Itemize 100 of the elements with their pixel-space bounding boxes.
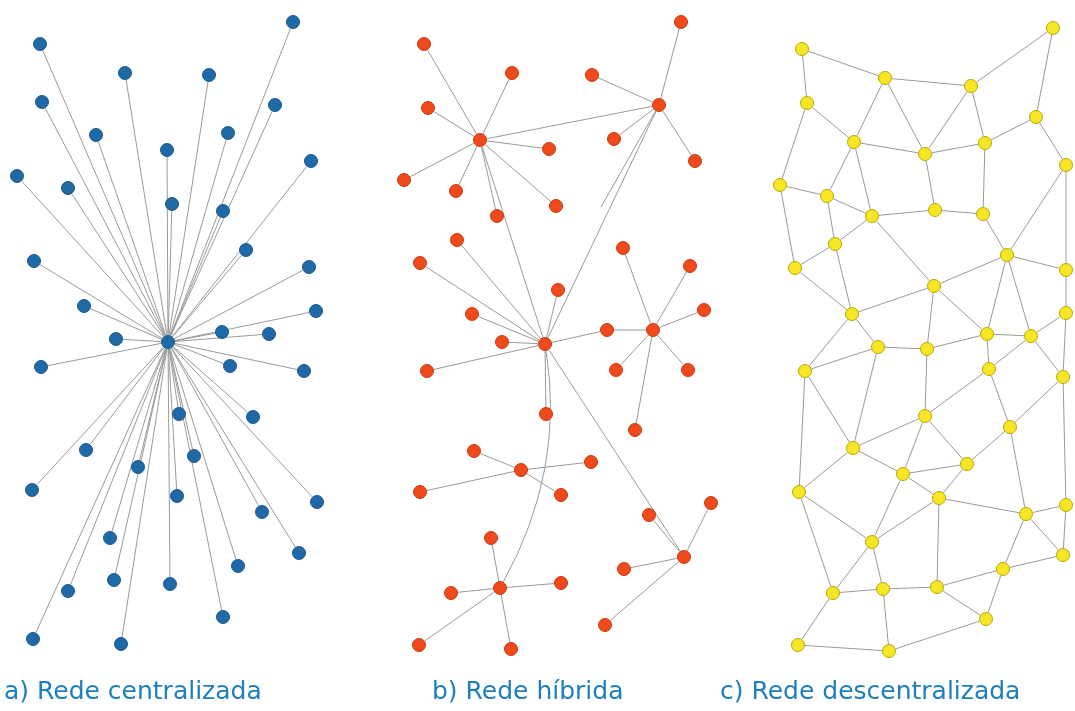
network-node <box>421 101 435 115</box>
connection-line <box>171 166 308 337</box>
connection-line <box>433 111 475 137</box>
connection-line <box>425 266 540 341</box>
connection-line <box>480 453 515 468</box>
connection-line <box>800 498 832 587</box>
connection-line <box>597 77 654 103</box>
network-node <box>61 584 75 598</box>
network-node <box>1059 263 1073 277</box>
connection-line <box>1010 170 1063 250</box>
connection-line <box>1034 341 1060 372</box>
network-node <box>10 169 24 183</box>
connection-line <box>170 110 273 337</box>
network-node <box>773 178 787 192</box>
connection-line <box>988 261 1006 328</box>
connection-line <box>803 451 849 489</box>
connection-line <box>659 312 698 328</box>
network-node <box>215 325 229 339</box>
connection-line <box>551 331 601 343</box>
connection-line <box>993 333 1025 337</box>
connection-line <box>895 620 980 650</box>
connection-line <box>168 81 209 336</box>
network-node <box>609 363 623 377</box>
connection-line <box>986 340 990 363</box>
network-node <box>646 323 660 337</box>
network-node <box>683 259 697 273</box>
connection-line <box>486 105 653 140</box>
connection-line <box>1010 433 1026 508</box>
network-node <box>928 203 942 217</box>
connection-line <box>1062 511 1067 549</box>
connection-line <box>97 141 167 336</box>
network-node <box>417 37 431 51</box>
connection-line <box>836 547 869 588</box>
connection-line <box>546 296 557 338</box>
connection-line <box>506 583 555 588</box>
network-node <box>505 66 519 80</box>
connection-line <box>883 595 889 645</box>
network-node <box>34 360 48 374</box>
connection-line <box>461 244 541 340</box>
connection-line <box>433 345 539 370</box>
connection-line <box>798 377 806 486</box>
connection-line <box>941 210 977 214</box>
network-node <box>246 410 260 424</box>
network-node <box>920 342 934 356</box>
connection-line <box>619 108 654 136</box>
network-node <box>490 209 504 223</box>
connection-line <box>174 342 298 371</box>
connection-line <box>44 107 166 337</box>
connection-line <box>994 339 1026 366</box>
network-node <box>26 632 40 646</box>
network-node <box>846 441 860 455</box>
connection-line <box>122 338 162 343</box>
caption: b) Rede híbrida <box>432 676 624 706</box>
network-node <box>792 485 806 499</box>
network-node <box>231 559 245 573</box>
connection-line <box>1030 518 1059 551</box>
connection-line <box>854 353 877 442</box>
network-node <box>304 154 318 168</box>
connection-line <box>986 219 1004 250</box>
connection-line <box>804 495 867 539</box>
network-node <box>309 304 323 318</box>
connection-line <box>547 110 657 339</box>
network-node <box>652 98 666 112</box>
connection-line <box>858 450 898 472</box>
connection-line <box>171 347 296 548</box>
connection-line <box>889 586 931 590</box>
connection-line <box>1062 383 1067 499</box>
network-node <box>918 147 932 161</box>
connection-line <box>657 334 684 366</box>
network-node <box>878 71 892 85</box>
network-node <box>960 457 974 471</box>
connection-line <box>427 49 477 135</box>
network-node <box>826 586 840 600</box>
network-node <box>598 618 612 632</box>
connection-line <box>876 220 930 282</box>
network-node <box>103 531 117 545</box>
network-node <box>607 132 621 146</box>
network-node <box>450 233 464 247</box>
connection-line <box>39 264 163 339</box>
connection-line <box>125 79 168 336</box>
network-node <box>221 126 235 140</box>
network-node <box>549 199 563 213</box>
caption: a) Rede centralizada <box>4 676 262 706</box>
connection-line <box>780 191 795 262</box>
network-node <box>61 181 75 195</box>
connection-line <box>987 575 1002 613</box>
connection-line <box>170 347 260 507</box>
network-node <box>896 467 910 481</box>
connection-line <box>877 501 934 539</box>
connection-line <box>855 319 875 342</box>
network-node <box>1056 370 1070 384</box>
network-node <box>688 154 702 168</box>
network-node <box>788 261 802 275</box>
connection-line <box>781 109 806 179</box>
connection-line <box>990 375 1009 421</box>
network-node <box>413 256 427 270</box>
connection-line <box>829 147 852 191</box>
network-node <box>876 582 890 596</box>
network-node <box>871 340 885 354</box>
network-node <box>413 485 427 499</box>
